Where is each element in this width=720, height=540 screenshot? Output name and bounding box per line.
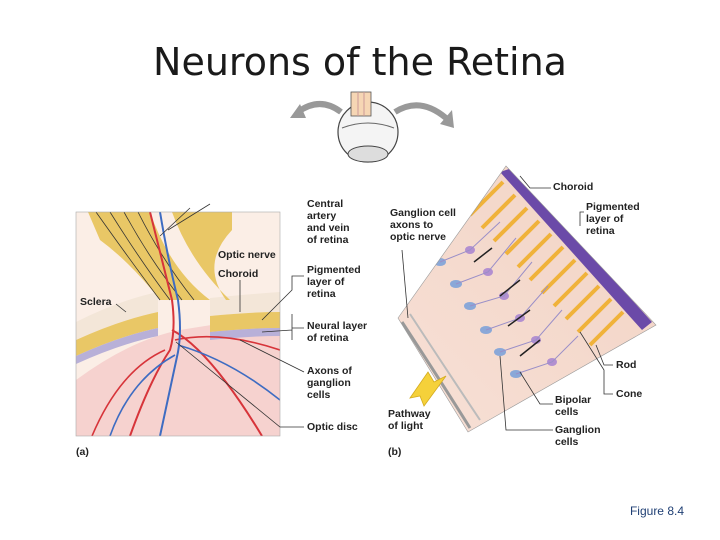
slide-title: Neurons of the Retina — [153, 40, 567, 84]
photoreceptor-rods — [468, 180, 625, 347]
eye-orientation-icon — [290, 91, 454, 163]
figure-caption: Figure 8.4 — [629, 504, 684, 518]
label-ganglion-axons: Ganglion cell axons to optic nerve — [390, 207, 459, 243]
label-axons: Axons of ganglion cells — [307, 365, 355, 401]
label-choroid-a: Choroid — [218, 268, 258, 280]
panel-a-tag: (a) — [76, 446, 89, 458]
label-bipolar: Bipolar cells — [555, 394, 594, 418]
panel-b-tag: (b) — [388, 446, 401, 458]
label-choroid-b: Choroid — [553, 181, 593, 193]
label-optic-nerve: Optic nerve — [218, 249, 276, 261]
label-pigmented-a: Pigmented layer of retina — [307, 264, 364, 300]
panel-a-optic-disc-diagram: Central artery and vein of retina Optic … — [75, 198, 370, 458]
label-rod: Rod — [616, 359, 636, 371]
label-cone: Cone — [616, 388, 642, 400]
label-central-artery: Central artery and vein of retina — [307, 198, 353, 246]
label-neural-layer: Neural layer of retina — [307, 320, 370, 344]
label-pathway: Pathway of light — [388, 408, 434, 432]
light-pathway-arrow — [409, 371, 447, 407]
panel-b-retina-layers: Ganglion cell axons to optic nerve Choro… — [388, 165, 657, 458]
label-ganglion: Ganglion cells — [555, 424, 603, 448]
label-sclera: Sclera — [80, 296, 112, 308]
label-optic-disc: Optic disc — [307, 421, 358, 433]
label-pigmented-b: Pigmented layer of retina — [586, 201, 643, 237]
